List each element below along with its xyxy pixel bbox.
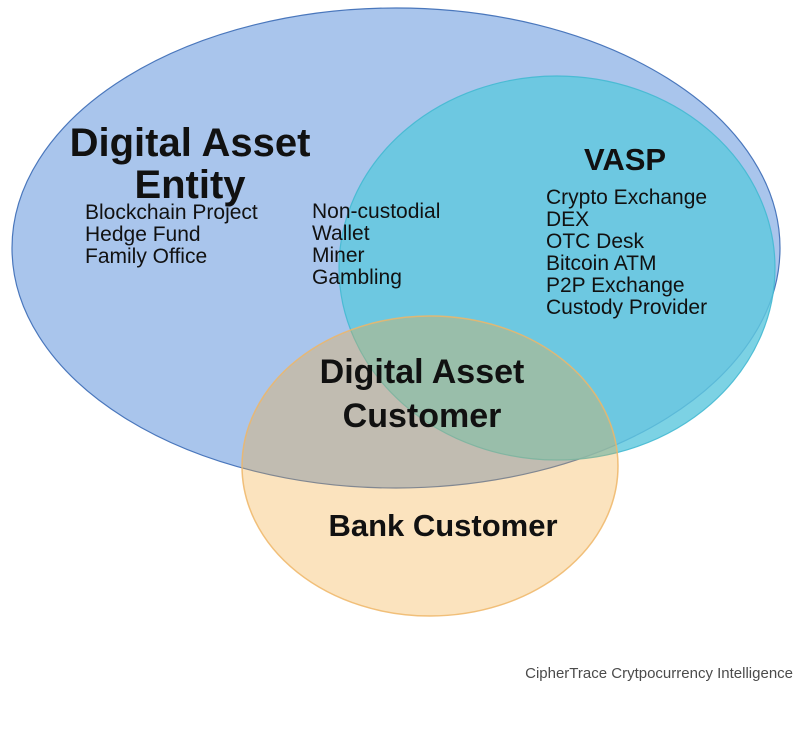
vasp-item: DEX bbox=[546, 208, 590, 231]
entity-title-line1: Digital Asset bbox=[69, 121, 311, 165]
entity-item: Family Office bbox=[85, 245, 208, 268]
entity-item: Hedge Fund bbox=[85, 223, 201, 246]
vasp-item: Bitcoin ATM bbox=[546, 252, 657, 275]
overlap-line: Gambling bbox=[312, 266, 402, 289]
vasp-title: VASP bbox=[583, 142, 667, 177]
bank-ellipse bbox=[241, 315, 619, 617]
vasp-ellipse bbox=[338, 75, 776, 461]
entity-item-list: Blockchain Project Hedge Fund Family Off… bbox=[85, 202, 258, 268]
vasp-item: Custody Provider bbox=[546, 296, 708, 319]
overlap-line: Miner bbox=[312, 244, 365, 267]
vasp-item: P2P Exchange bbox=[546, 274, 685, 297]
entity-vasp-overlap-list: Non-custodial Wallet Miner Gambling bbox=[312, 201, 440, 289]
digital-asset-customer-line2: Customer bbox=[342, 397, 502, 435]
digital-asset-customer-line1: Digital Asset bbox=[319, 353, 525, 391]
entity-title: Digital Asset Entity bbox=[40, 122, 340, 206]
overlap-line: Wallet bbox=[312, 222, 370, 245]
bank-customer-title: Bank Customer bbox=[328, 508, 558, 543]
entity-item: Blockchain Project bbox=[85, 201, 258, 224]
vasp-item-list: Crypto Exchange DEX OTC Desk Bitcoin ATM… bbox=[546, 187, 707, 319]
digital-asset-customer-title: Digital Asset Customer bbox=[242, 350, 602, 438]
overlap-line: Non-custodial bbox=[312, 200, 441, 223]
vasp-item: Crypto Exchange bbox=[546, 186, 708, 209]
vasp-item: OTC Desk bbox=[546, 230, 645, 253]
attribution-text: CipherTrace Crytpocurrency Intelligence bbox=[525, 665, 793, 682]
entity-title-line2: Entity bbox=[134, 163, 246, 207]
